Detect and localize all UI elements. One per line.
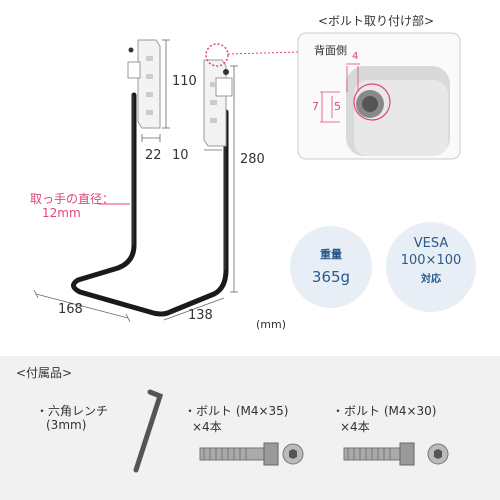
hex-wrench-line1: ・六角レンチ [36,404,109,418]
hex-wrench-line2: (3mm) [46,418,87,432]
detail-title: <ボルト取り付け部> [318,14,435,28]
dim-138: 138 [188,308,213,323]
hex-wrench-image [133,389,164,473]
dim-7: 7 [312,100,319,113]
bolt-35-line2: ×4本 [192,420,222,434]
dim-22: 22 [145,148,162,163]
weight-label: 重量 [320,248,342,261]
vesa-value: 100×100 [400,253,462,268]
bolt-35-line1: ・ボルト (M4×35) [184,404,289,418]
dim-280: 280 [240,152,265,167]
accessories-title: <付属品> [16,366,73,380]
bolt-detail-box [297,32,461,160]
right-bracket [203,59,233,147]
dim-168: 168 [58,302,83,317]
dim-4: 4 [352,51,359,62]
accessories-panel [0,356,500,500]
detail-marker [205,43,229,67]
handle-value: 12mm [42,206,81,220]
stand-tube [71,92,229,317]
dim-110: 110 [172,74,197,89]
weight-value: 365g [311,268,351,286]
bolt-30-image [343,442,449,466]
vesa-label: VESA [413,236,449,251]
bolt-35-image [199,442,304,466]
bolt-30-line2: ×4本 [340,420,370,434]
vesa-badge: VESA 100×100 対応 [386,222,476,312]
left-bracket [127,39,161,129]
weight-badge: 重量 365g [290,226,372,308]
unit-label: (mm) [256,318,287,331]
dim-5: 5 [334,100,341,113]
handle-label: 取っ手の直径： [30,192,115,206]
dim-10: 10 [172,148,189,163]
vesa-note: 対応 [421,274,441,285]
bolt-30-line1: ・ボルト (M4×30) [332,404,437,418]
back-side-label: 背面側 [314,44,347,57]
